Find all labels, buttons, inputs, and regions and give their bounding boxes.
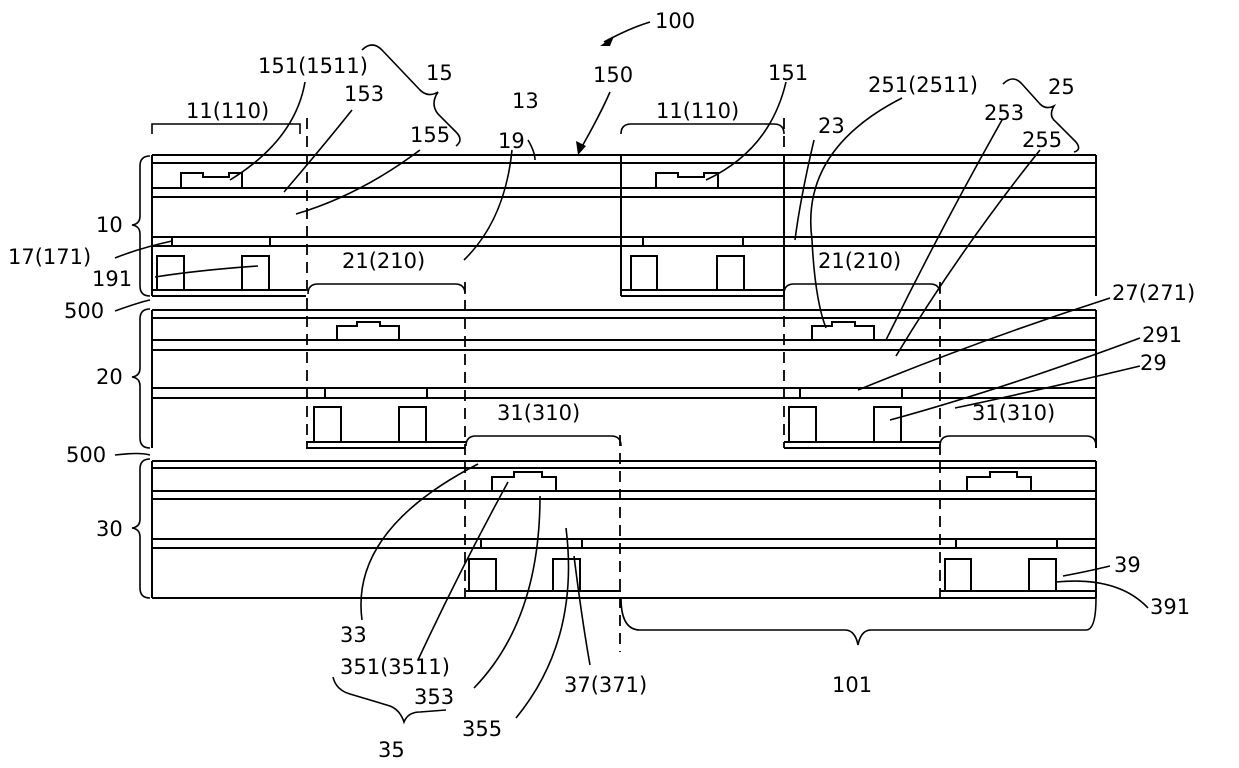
label-291: 291 [1142, 323, 1182, 347]
label-391: 391 [1150, 595, 1190, 619]
label-355: 355 [462, 717, 502, 741]
label-150: 150 [593, 63, 633, 87]
label-21-210-left: 21(210) [342, 249, 425, 273]
label-20: 20 [96, 365, 123, 389]
label-27-271: 27(271) [1112, 281, 1195, 305]
label-11-110-right: 11(110) [656, 99, 739, 123]
brackets [132, 45, 1096, 722]
label-500-bottom: 500 [66, 443, 106, 467]
layer-30 [152, 461, 1096, 598]
label-31-310-right: 31(310) [972, 401, 1055, 425]
label-11-110-left: 11(110) [186, 99, 269, 123]
label-191: 191 [92, 267, 132, 291]
label-37-371: 37(371) [564, 673, 647, 697]
label-500-top: 500 [64, 299, 104, 323]
label-151: 151 [768, 61, 808, 85]
label-151-1511: 151(1511) [258, 54, 368, 78]
layer-20 [152, 310, 1096, 448]
label-100: 100 [655, 9, 695, 33]
label-19: 19 [498, 129, 525, 153]
leader-lines [115, 22, 1148, 718]
label-101: 101 [832, 673, 872, 697]
label-30: 30 [96, 517, 123, 541]
label-31-310-left: 31(310) [497, 401, 580, 425]
layer-10 [152, 155, 1096, 296]
labels: 100 151(1511) 15 150 153 13 11(110) 155 … [8, 9, 1195, 762]
label-155: 155 [410, 123, 450, 147]
label-35: 35 [378, 738, 405, 762]
label-255: 255 [1022, 128, 1062, 152]
label-21-210-right: 21(210) [818, 249, 901, 273]
label-15: 15 [426, 61, 453, 85]
label-29: 29 [1140, 351, 1167, 375]
label-10: 10 [96, 213, 123, 237]
label-353: 353 [414, 685, 454, 709]
label-33: 33 [340, 623, 367, 647]
label-251-2511: 251(2511) [868, 73, 978, 97]
label-13: 13 [512, 89, 539, 113]
label-253: 253 [984, 101, 1024, 125]
label-39: 39 [1114, 553, 1141, 577]
label-25: 25 [1048, 75, 1075, 99]
label-153: 153 [344, 82, 384, 106]
dashed-dividers [307, 118, 940, 652]
label-17-171: 17(171) [8, 245, 91, 269]
label-351-3511: 351(3511) [340, 655, 450, 679]
label-23: 23 [818, 114, 845, 138]
